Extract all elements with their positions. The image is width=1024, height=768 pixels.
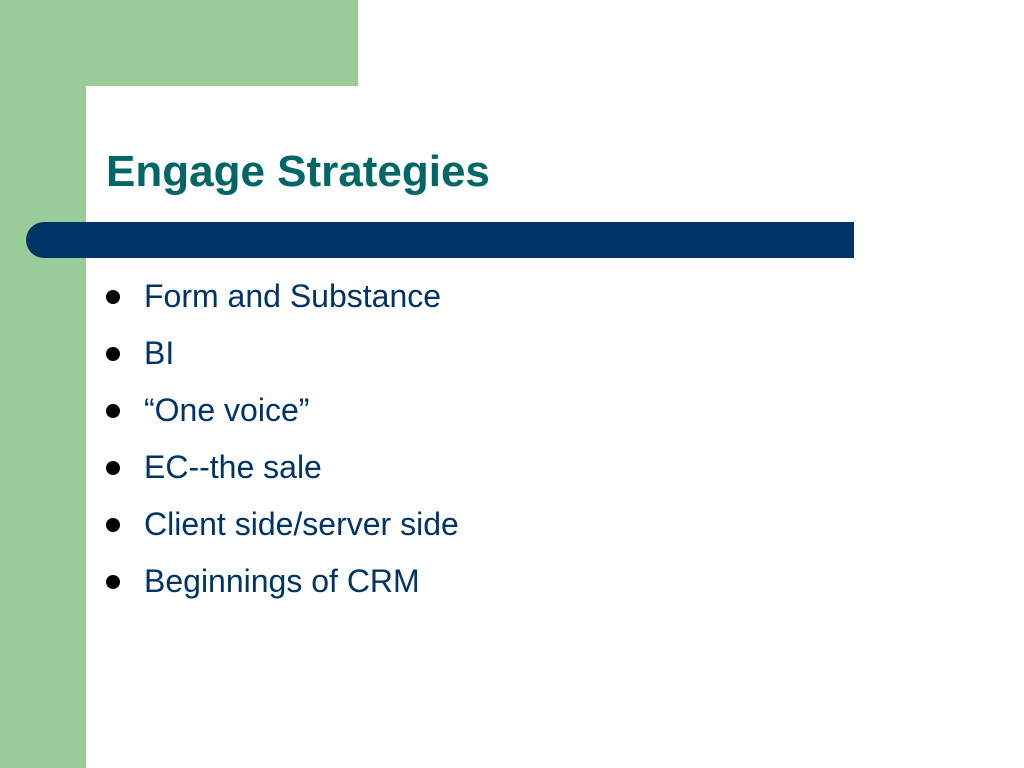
bullet-dot-icon: [106, 574, 120, 589]
bullet-text: BI: [144, 335, 175, 371]
bullet-item: EC--the sale: [106, 439, 459, 496]
bullet-item: “One voice”: [106, 382, 459, 439]
title-underline-bar: [26, 222, 854, 258]
bullet-dot-icon: [106, 517, 120, 532]
bullet-text: “One voice”: [144, 392, 310, 428]
bullet-text: EC--the sale: [144, 449, 322, 485]
bullet-dot-icon: [106, 346, 120, 361]
bullet-dot-icon: [106, 403, 120, 418]
bullet-list: Form and Substance BI “One voice” EC--th…: [106, 268, 459, 610]
bullet-item: Beginnings of CRM: [106, 553, 459, 610]
green-top-block: [86, 0, 358, 86]
bullet-item: BI: [106, 325, 459, 382]
bullet-item: Form and Substance: [106, 268, 459, 325]
bullet-text: Beginnings of CRM: [144, 563, 420, 599]
bullet-item: Client side/server side: [106, 496, 459, 553]
bullet-text: Form and Substance: [144, 278, 442, 314]
slide-title: Engage Strategies: [106, 147, 490, 196]
bullet-text: Client side/server side: [144, 506, 459, 542]
rounded-corner-decoration: [86, 86, 146, 146]
green-side-bar: [0, 0, 86, 768]
bullet-dot-icon: [106, 460, 120, 475]
bullet-dot-icon: [106, 289, 120, 304]
